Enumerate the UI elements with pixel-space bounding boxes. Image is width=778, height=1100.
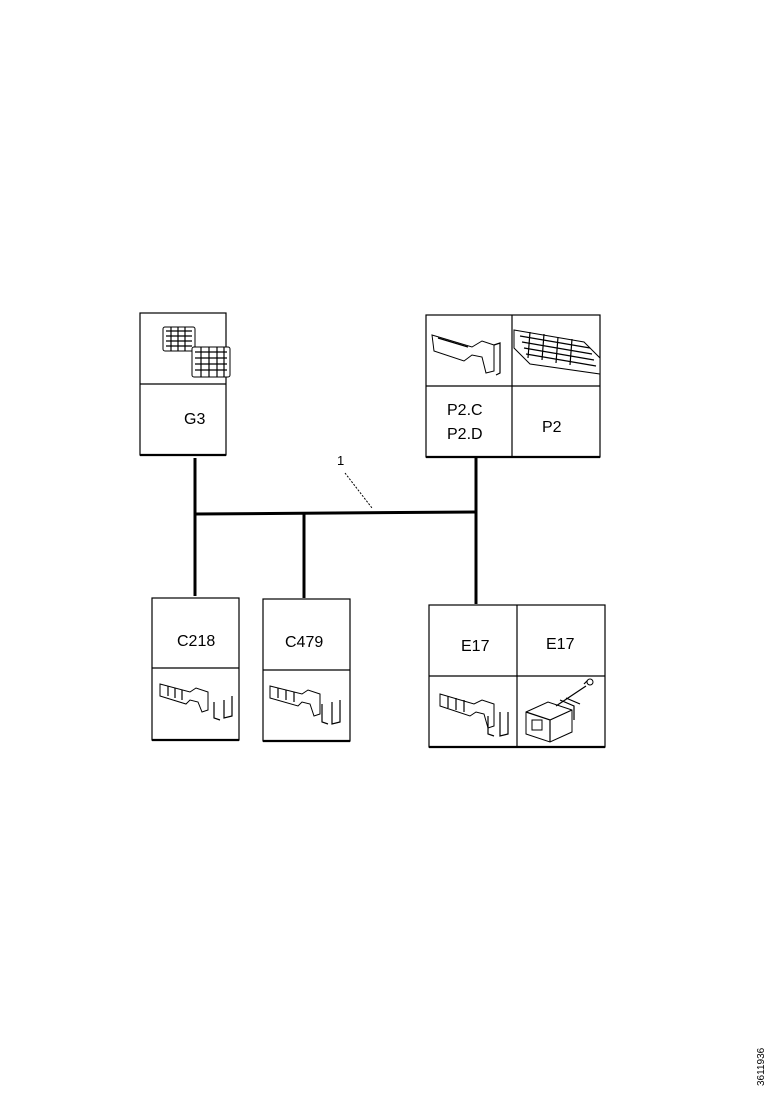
connector-c479: C479 [262,598,351,743]
terminal-pin-icon [159,683,233,721]
connector-p2: P2.C P2.D P2 [425,314,601,459]
connector-c218: C218 [151,597,240,742]
c479-label: C479 [285,634,323,651]
connector-g3: G3 [139,312,231,457]
callout-number: 1 [337,453,344,468]
p2c-label: P2.C [447,402,483,419]
terminal-pin-icon [439,693,509,737]
c218-label: C218 [177,633,215,650]
large-connector-housing-icon [513,329,601,375]
p2d-label: P2.D [447,426,483,443]
reference-number: 3611936 [756,1047,767,1086]
g3-label: G3 [184,411,205,428]
e17-label-right: E17 [546,636,575,653]
connector-e17: E17 E17 [428,604,606,749]
harness-wires [193,458,478,604]
terminal-pin-icon [431,334,501,376]
multi-pin-housing-icon [162,326,231,378]
sensor-connector-icon [525,678,594,743]
harness-callout: 1 [337,453,373,509]
e17-label-left: E17 [461,638,490,655]
terminal-pin-icon [269,685,341,725]
p2-label: P2 [542,419,562,436]
